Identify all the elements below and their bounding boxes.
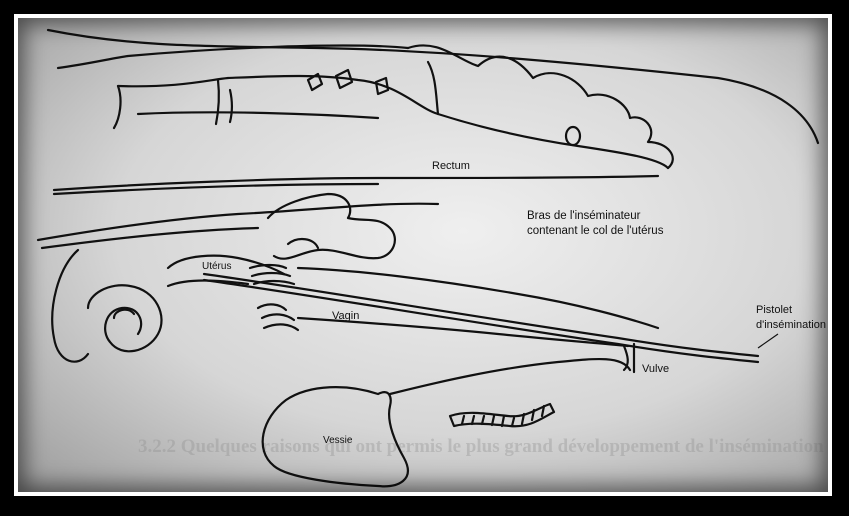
book-page: 3.2.2 Quelques raisons qui ont permis le… xyxy=(14,14,832,496)
insemination-gun-top xyxy=(204,274,758,356)
fecal-blob-4 xyxy=(566,127,580,145)
rectum-inner-wall xyxy=(118,76,668,168)
label-uterus: Utérus xyxy=(202,260,231,273)
arm-hand xyxy=(268,194,395,259)
label-arm-line1: Bras de l'inséminateur xyxy=(527,210,640,223)
label-vessie: Vessie xyxy=(323,434,352,447)
label-vulve: Vulve xyxy=(642,363,669,376)
arm-finger xyxy=(288,239,318,248)
pistolet-leader xyxy=(758,334,778,348)
label-arm-line2: contenant le col de l'utérus xyxy=(527,225,663,238)
label-vagin: Vagin xyxy=(332,310,359,323)
label-pistolet-line2: d'insémination xyxy=(756,319,826,332)
cervix-folds xyxy=(258,304,298,330)
rectum-lower-wall-2 xyxy=(54,184,378,194)
abdomen-curve xyxy=(52,250,88,362)
intestine-seg-3 xyxy=(138,112,378,118)
label-rectum: Rectum xyxy=(432,160,470,173)
intestine-seg-1 xyxy=(216,80,219,124)
uterine-horn-outer xyxy=(88,285,162,351)
label-pistolet-line1: Pistolet xyxy=(756,304,792,317)
reproductive-tract-diagram xyxy=(18,18,832,496)
intestine-loop-line xyxy=(114,86,121,128)
colon-bumps xyxy=(408,45,673,168)
intestine-seg-2 xyxy=(230,90,232,122)
arm-outline-lower xyxy=(42,228,258,248)
intestine-seg-4 xyxy=(428,62,438,114)
insemination-gun-bottom xyxy=(204,280,758,362)
urethra xyxy=(390,359,630,394)
uterine-horn-inner xyxy=(114,310,134,318)
